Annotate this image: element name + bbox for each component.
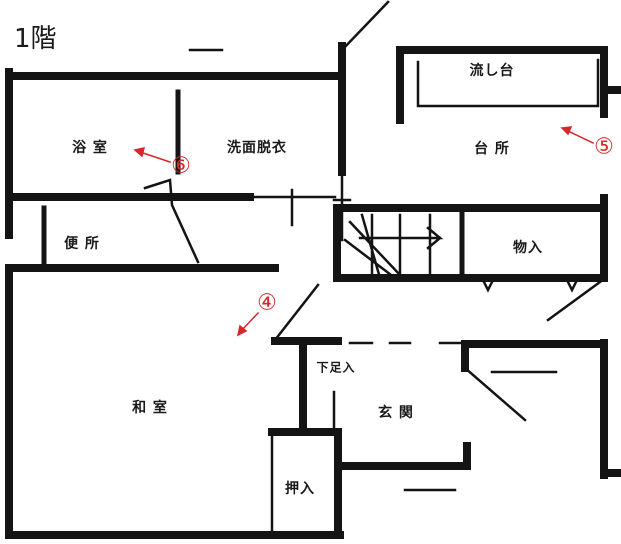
room-label-entrance: 玄 関 — [378, 405, 414, 421]
door-frame — [248, 188, 337, 227]
photo-marker-4: ④ — [257, 290, 277, 316]
storage-doors — [480, 276, 580, 293]
door-swing — [463, 366, 527, 422]
door-swing — [340, 0, 390, 52]
sketch-mark — [188, 48, 558, 492]
photo-marker-6: ⑥ — [171, 153, 191, 179]
room-label-japanese-room: 和 室 — [132, 400, 168, 416]
door-swing — [546, 280, 602, 322]
door-swing — [273, 283, 320, 342]
wall — [336, 442, 471, 470]
wall — [396, 46, 621, 124]
floor-title: 1階 — [14, 24, 57, 54]
stairs — [343, 213, 444, 280]
room-label-shoe-cabinet: 下足入 — [316, 360, 356, 375]
room-label-washroom: 洗面脱衣 — [227, 140, 287, 156]
arrow-5 — [566, 129, 595, 145]
room-label-kitchen: 台 所 — [474, 141, 510, 157]
arrow-4 — [240, 311, 260, 332]
bath-door — [143, 178, 200, 264]
room-label-bathroom: 浴 室 — [72, 140, 108, 156]
wall — [333, 204, 608, 282]
arrow-6 — [139, 151, 171, 163]
room-label-closet: 押入 — [285, 481, 315, 497]
wall — [5, 264, 344, 539]
room-label-storage: 物入 — [513, 240, 543, 256]
room-label-sink: 流し台 — [469, 63, 515, 79]
photo-marker-5: ⑤ — [594, 134, 614, 160]
sink-counter — [416, 58, 600, 108]
door-frame — [332, 170, 352, 242]
wall — [268, 337, 342, 539]
room-label-toilet: 便 所 — [64, 236, 100, 252]
wall — [461, 340, 608, 372]
